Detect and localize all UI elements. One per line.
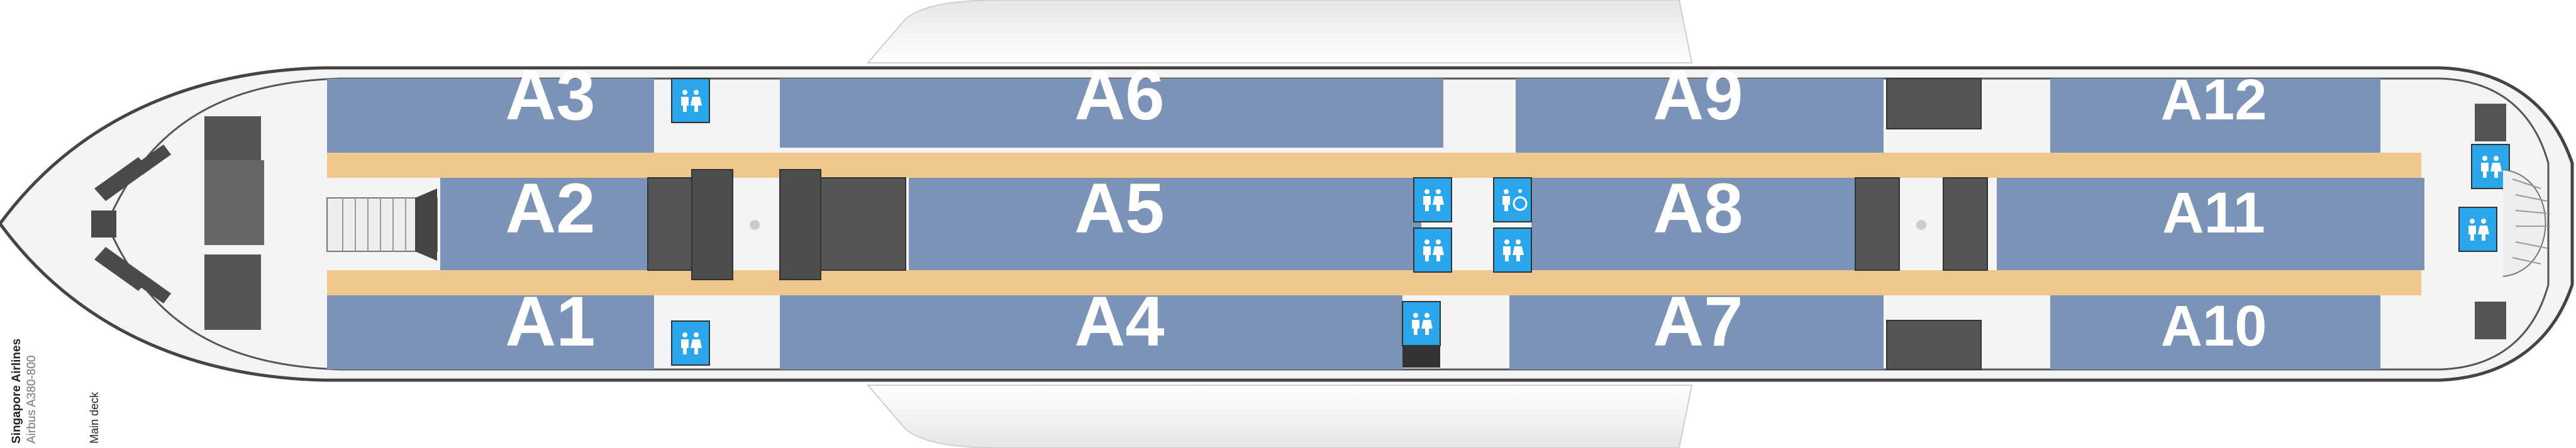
- lavatory-icon[interactable]: [671, 320, 710, 366]
- zone-label-a7: A7: [1653, 282, 1743, 361]
- zone-a5-cabin[interactable]: [909, 178, 1421, 270]
- cockpit-windows: [91, 145, 171, 303]
- cabin-wall: [106, 77, 2550, 371]
- center-galleys: [647, 78, 1988, 370]
- forward-galley: [204, 254, 261, 330]
- right-aisle: [327, 270, 2421, 295]
- zone-label-a10: A10: [2161, 294, 2267, 358]
- lavatory-icon[interactable]: [2458, 207, 2497, 252]
- zone-label-a6: A6: [1074, 56, 1164, 134]
- zone-a9-cabin[interactable]: [1516, 79, 1884, 153]
- zone-label-a5: A5: [1074, 169, 1164, 248]
- left-aisle: [327, 153, 2421, 178]
- lavatory-icon[interactable]: [1413, 227, 1452, 273]
- zone-label-a3: A3: [505, 56, 595, 134]
- rear-galley: [2475, 104, 2506, 141]
- deck-name: Main deck: [88, 391, 101, 444]
- zone-label-a9: A9: [1653, 56, 1743, 134]
- aircraft-type: Airbus A380-800: [25, 355, 38, 444]
- zone-a10-cabin[interactable]: [2050, 295, 2380, 369]
- zone-label-a2: A2: [505, 169, 595, 248]
- zone-label-a8: A8: [1653, 169, 1743, 248]
- lower-wing: [866, 385, 1693, 448]
- upper-wing: [866, 0, 1693, 63]
- zone-label-a12: A12: [2161, 68, 2267, 132]
- zone-a2-cabin[interactable]: [440, 178, 648, 270]
- rear-galley: [2475, 302, 2506, 339]
- zone-label-a11: A11: [2162, 181, 2265, 245]
- accessible-lavatory-icon[interactable]: [1493, 177, 1532, 222]
- zone-label-a1: A1: [505, 282, 595, 361]
- lavatory-icon[interactable]: [1493, 227, 1532, 273]
- lavatory-icon[interactable]: [671, 78, 710, 123]
- cabin-zones: [327, 79, 2424, 369]
- zone-a3-cabin[interactable]: [327, 79, 654, 153]
- zone-a4-cabin[interactable]: [780, 295, 1402, 369]
- zone-a8-cabin[interactable]: [1531, 178, 1862, 270]
- stairs-icon: [2502, 169, 2551, 277]
- stairs-icon: [326, 188, 438, 261]
- zone-a7-cabin[interactable]: [1509, 295, 1884, 369]
- coat-hanger-icon: [750, 220, 1926, 230]
- lavatory-icon[interactable]: [1413, 177, 1452, 222]
- zone-a12-cabin[interactable]: [2050, 79, 2380, 153]
- lavatory-icon[interactable]: [1402, 301, 1441, 368]
- lavatory-group: [671, 78, 2510, 368]
- forward-galley: [204, 160, 264, 245]
- zone-a11-cabin[interactable]: [1997, 178, 2424, 270]
- zone-a1-cabin[interactable]: [327, 295, 654, 369]
- zone-label-a4: A4: [1074, 282, 1164, 361]
- airline-name: Singapore Airlines: [10, 338, 23, 444]
- zone-a6-cabin[interactable]: [780, 79, 1443, 148]
